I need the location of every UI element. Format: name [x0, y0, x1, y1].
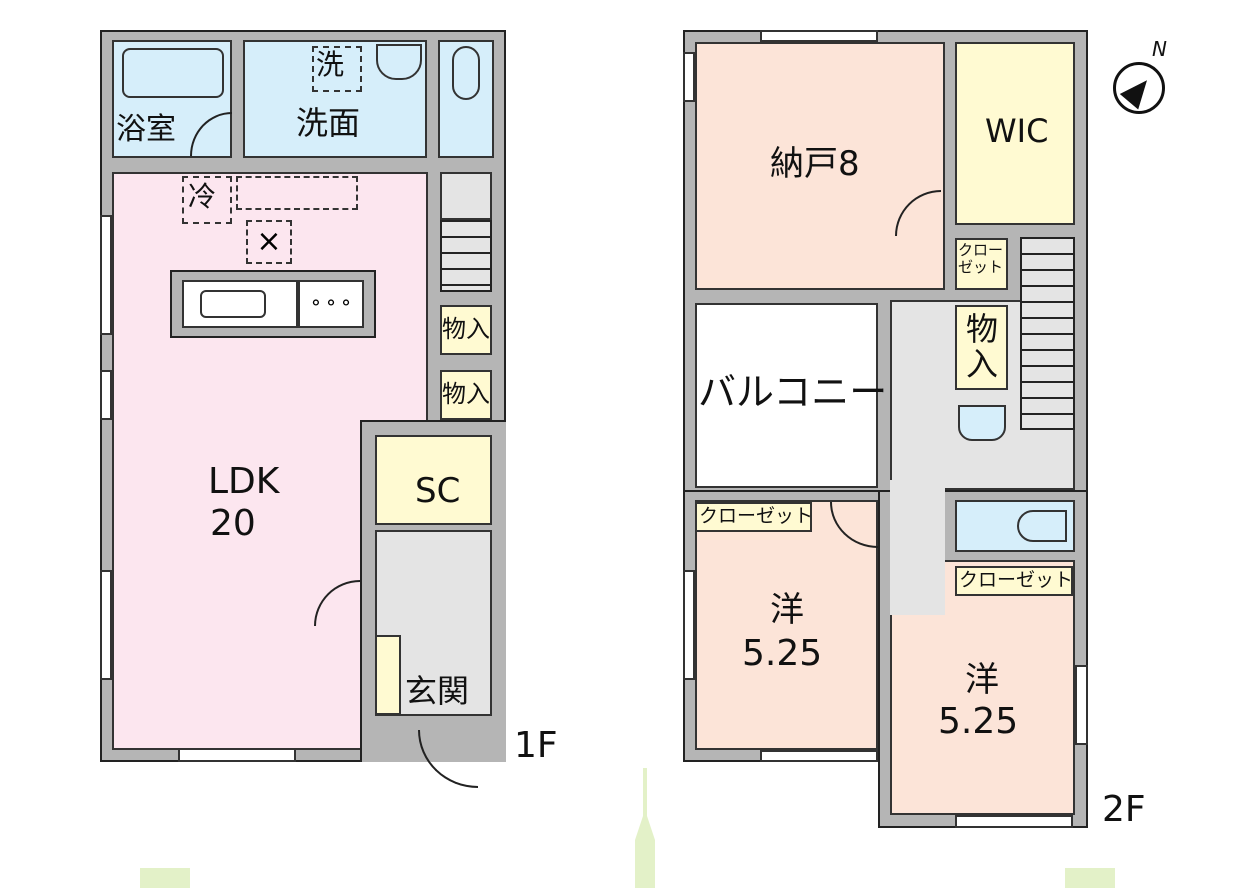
- compass-north-label: N: [1152, 37, 1167, 61]
- building-watermark: [140, 868, 190, 888]
- closet-left[interactable]: [695, 502, 812, 532]
- hallway-2f: [890, 480, 945, 558]
- storage-1[interactable]: [440, 305, 492, 355]
- closet-right-label: クローゼット: [959, 569, 1074, 591]
- washer-space: [312, 46, 362, 92]
- fridge-label: 冷: [188, 180, 217, 213]
- front-door[interactable]: [418, 730, 478, 788]
- western-left-label: 洋: [770, 590, 804, 630]
- window: [760, 750, 878, 762]
- compass-arrow: [1119, 72, 1157, 110]
- kitchen-sink: [182, 280, 298, 328]
- window: [100, 370, 112, 420]
- storage-1-label: 物入: [442, 315, 490, 343]
- window: [100, 215, 112, 335]
- shoe-closet-label: SC: [415, 471, 461, 511]
- closet-small-label-1: クロー: [958, 241, 1004, 259]
- storage-2f[interactable]: [955, 305, 1008, 390]
- window: [683, 570, 695, 680]
- sink-icon: [958, 405, 1006, 441]
- western-right-size: 5.25: [938, 701, 1019, 742]
- western-left-size: 5.25: [742, 633, 823, 674]
- balcony: [695, 303, 878, 488]
- storeroom: [695, 42, 945, 290]
- bathtub-icon: [122, 48, 224, 98]
- closet-small-label-2: ゼット: [958, 257, 1004, 276]
- floor1-label: 1F: [514, 725, 558, 766]
- balcony-label: バルコニー: [698, 370, 888, 414]
- ldk-size: 20: [210, 503, 256, 544]
- western-right-label: 洋: [965, 660, 999, 700]
- stove-icon: ⚬⚬⚬: [298, 280, 364, 328]
- floor2-label: 2F: [1102, 789, 1146, 830]
- toilet-1f: [438, 40, 494, 158]
- walk-in-closet[interactable]: [955, 42, 1075, 225]
- storage-2[interactable]: [440, 370, 492, 420]
- window: [955, 815, 1073, 828]
- sink-icon: [376, 44, 422, 80]
- storeroom-label: 納戸8: [770, 144, 860, 184]
- closet-left-label: クローゼット: [699, 505, 814, 527]
- window: [1075, 665, 1088, 745]
- tower-watermark: [635, 768, 655, 888]
- cupboard: [236, 176, 358, 210]
- toilet-icon: [1017, 510, 1067, 542]
- building-watermark: [1065, 868, 1115, 888]
- storage-2f-label: 物入: [965, 310, 998, 384]
- shoe-closet[interactable]: [375, 435, 492, 525]
- range-hood-icon: ×: [246, 220, 292, 264]
- closet-small[interactable]: [955, 238, 1008, 290]
- bath-label: 浴室: [116, 112, 176, 147]
- toilet-icon: [452, 46, 480, 100]
- window: [100, 570, 112, 680]
- kitchen-counter: ⚬⚬⚬: [170, 270, 376, 338]
- window: [760, 30, 878, 42]
- storage-2-label: 物入: [442, 380, 490, 408]
- stair-landing: [440, 172, 492, 220]
- toilet-2f: [955, 500, 1075, 552]
- hallway-2f: [890, 555, 945, 615]
- window: [683, 52, 695, 102]
- fridge-space: [182, 176, 232, 224]
- window: [178, 748, 296, 762]
- bathroom: [112, 40, 232, 158]
- closet-right[interactable]: [955, 566, 1073, 596]
- stairs-1f[interactable]: [440, 220, 492, 292]
- washer-label: 洗: [316, 48, 345, 81]
- entrance-shelf: [375, 635, 401, 715]
- western-room-left: [695, 500, 878, 750]
- wic-label: WIC: [985, 112, 1049, 150]
- stairs-2f[interactable]: [1020, 237, 1075, 430]
- entrance-label: 玄関: [405, 672, 470, 710]
- washroom-label: 洗面: [296, 104, 361, 142]
- ldk-label: LDK: [208, 461, 280, 502]
- compass-icon: [1113, 62, 1165, 114]
- washroom: [243, 40, 427, 158]
- closet-small-label: クローゼット: [958, 242, 1003, 275]
